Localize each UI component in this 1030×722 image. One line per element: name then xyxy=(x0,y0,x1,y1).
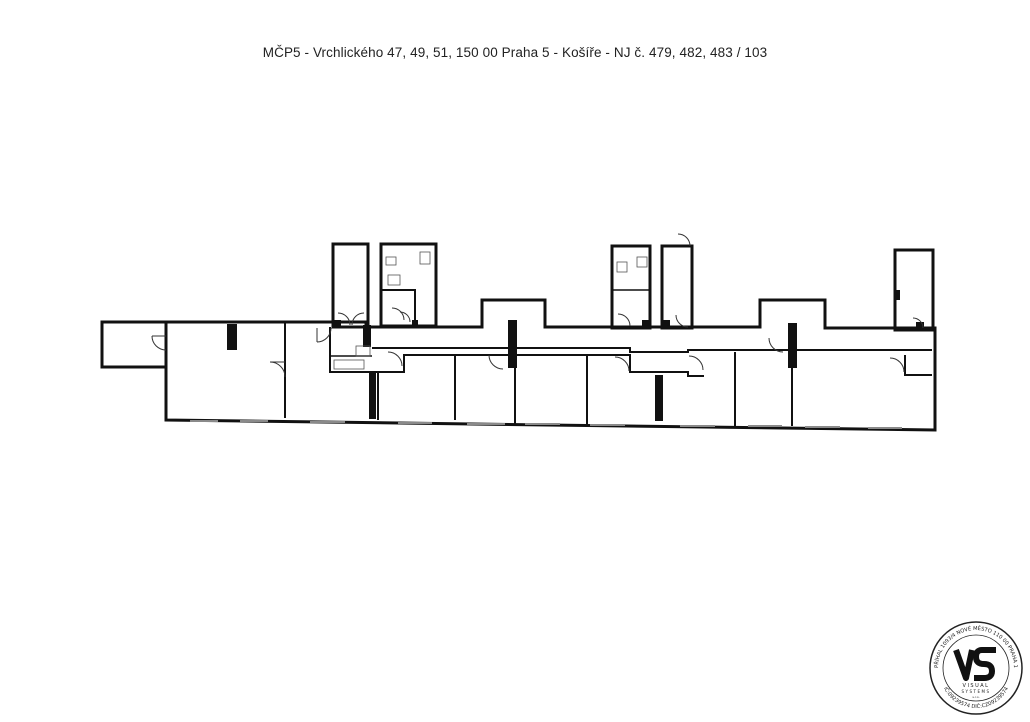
door-swing xyxy=(889,357,905,373)
annex-room xyxy=(100,320,168,369)
door-swing xyxy=(912,317,924,329)
column xyxy=(788,323,797,368)
bench xyxy=(333,359,365,370)
door-swing xyxy=(269,361,286,378)
column xyxy=(662,320,670,328)
toilet xyxy=(385,256,397,266)
door-swing xyxy=(391,307,405,321)
door-swing xyxy=(768,337,784,353)
door-swing xyxy=(316,327,332,343)
door-swing xyxy=(677,233,691,247)
door-swing xyxy=(337,312,351,326)
tower-1 xyxy=(331,242,370,329)
door-swing xyxy=(387,351,403,367)
tower-3 xyxy=(610,244,652,330)
building-outline xyxy=(164,298,937,432)
stamp-suffix: s.r.o. xyxy=(972,695,979,699)
column xyxy=(895,290,900,300)
sink xyxy=(419,251,431,265)
sink xyxy=(636,256,648,268)
doors xyxy=(151,233,924,378)
fixtures xyxy=(333,251,648,370)
column xyxy=(655,375,663,421)
stamp-brand-1: VISUAL xyxy=(963,683,990,689)
structural-columns xyxy=(227,290,924,421)
basin xyxy=(387,274,401,286)
corridor-upper-wall xyxy=(372,347,932,353)
company-stamp: VISUAL SYSTEMS s.r.o. PŘÍHAL 1093/4 NOVÉ… xyxy=(928,620,1024,716)
column xyxy=(363,325,371,347)
corridor-right-wall xyxy=(904,355,932,376)
windows xyxy=(190,420,902,429)
door-swing xyxy=(151,335,167,351)
tower-4 xyxy=(660,244,694,330)
utility-room xyxy=(329,327,372,373)
tower-2-divider xyxy=(381,289,416,326)
tower-2 xyxy=(379,242,438,328)
door-swing xyxy=(351,312,365,326)
door-swing xyxy=(675,314,689,328)
door-swing xyxy=(488,354,504,370)
stamp-brand-2: SYSTEMS xyxy=(962,689,991,694)
column xyxy=(916,322,924,330)
door-swing xyxy=(399,311,411,323)
bench xyxy=(355,345,371,357)
column xyxy=(508,320,517,368)
column xyxy=(642,320,650,328)
door-swing xyxy=(614,356,630,372)
corridor-lower-wall xyxy=(372,354,704,377)
door-swing xyxy=(688,355,704,371)
toilet xyxy=(616,261,628,273)
stamp-seal: VISUAL SYSTEMS s.r.o. PŘÍHAL 1093/4 NOVÉ… xyxy=(929,621,1023,715)
column xyxy=(369,373,376,419)
column xyxy=(333,320,341,328)
door-swing xyxy=(617,313,631,327)
column xyxy=(412,320,418,328)
plan-title: MČP5 - Vrchlického 47, 49, 51, 150 00 Pr… xyxy=(262,45,768,60)
column xyxy=(227,324,237,350)
